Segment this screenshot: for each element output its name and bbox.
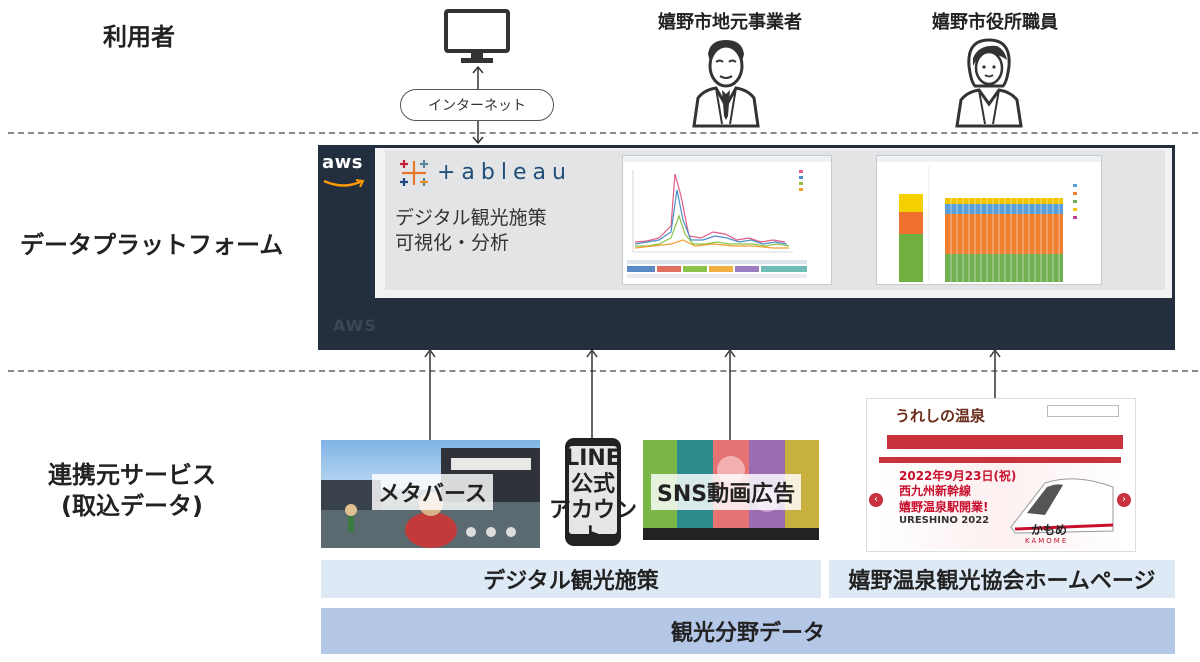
homepage-kamome-text: KAMOME — [1025, 537, 1069, 545]
dashboard-thumbnail-stacked — [876, 155, 1102, 285]
homepage-search — [1047, 405, 1119, 417]
monitor-icon — [444, 9, 510, 63]
homepage-image: うれしの温泉 2022年9月23日(祝) 西九州新幹線 嬉野温泉駅開業! URE… — [866, 398, 1136, 552]
tableau-cross-icon — [400, 160, 428, 186]
line-account-label-line3: アカウント — [548, 497, 637, 549]
dashboard-thumbnail-line — [622, 155, 832, 285]
businesswoman-icon — [955, 38, 1023, 128]
homepage-banner-stripe — [879, 457, 1121, 463]
aws-logo-text: aws — [322, 152, 363, 173]
sns-label: SNS動画広告 — [651, 474, 802, 510]
homepage-banner-line1: 2022年9月23日(祝) — [899, 469, 1017, 483]
upload-arrows — [424, 348, 1001, 440]
aws-logo: aws — [322, 152, 372, 194]
row-label-sources-line1: 連携元サービス — [48, 461, 216, 489]
row-label-platform: データプラットフォーム — [20, 231, 284, 259]
persona-local-business-label: 嬉野市地元事業者 — [658, 12, 802, 33]
homepage-banner-line2: 西九州新幹線 — [899, 484, 972, 499]
persona-city-staff-label: 嬉野市役所職員 — [932, 12, 1058, 33]
stacked-bars — [945, 198, 1063, 282]
homepage-logo: うれしの温泉 — [895, 407, 986, 425]
internet-arrows — [472, 65, 484, 145]
line-account-label: LINE 公式 アカウント — [542, 446, 644, 550]
tableau-logo-text: +ableau — [437, 160, 572, 185]
line-account-label-line2: 公式 — [570, 471, 615, 497]
row-label-sources-line2: (取込データ) — [61, 492, 203, 521]
aws-watermark: AWS — [333, 316, 377, 335]
line-account-label-line1: LINE — [565, 446, 621, 471]
businessman-icon — [692, 40, 760, 128]
internet-pill: インターネット — [400, 89, 554, 121]
platform-description: デジタル観光施策 可視化・分析 — [395, 206, 547, 256]
homepage-nav — [887, 435, 1123, 449]
band-digital-tourism: デジタル観光施策 — [321, 560, 821, 598]
platform-description-line2: 可視化・分析 — [395, 232, 510, 255]
banner-prev-icon[interactable]: ‹ — [869, 493, 883, 507]
separator-top — [8, 132, 1198, 134]
homepage-banner: 2022年9月23日(祝) 西九州新幹線 嬉野温泉駅開業! URESHINO 2… — [875, 455, 1125, 549]
train-icon — [1010, 478, 1114, 534]
line-phone-screen — [569, 446, 617, 534]
dashboard-line-graphic — [623, 156, 831, 278]
band-tourism-association: 嬉野温泉観光協会ホームページ — [829, 560, 1175, 598]
homepage-kamome-jp: かもめ — [1031, 523, 1068, 537]
aws-smile-icon — [323, 179, 365, 188]
homepage-banner-line4: URESHINO 2022 — [899, 515, 990, 527]
homepage-banner-text: 2022年9月23日(祝) 西九州新幹線 嬉野温泉駅開業! URESHINO 2… — [899, 469, 1016, 528]
homepage-banner-line3: 嬉野温泉駅開業! — [899, 499, 989, 514]
row-label-users: 利用者 — [103, 23, 175, 51]
separator-bottom — [8, 370, 1198, 372]
row-label-sources: 連携元サービス (取込データ) — [48, 460, 216, 522]
band-tourism-data: 観光分野データ — [321, 608, 1175, 654]
banner-next-icon[interactable]: › — [1117, 493, 1131, 507]
platform-description-line1: デジタル観光施策 — [395, 207, 547, 229]
line-phone — [565, 438, 621, 546]
metaverse-label: メタバース — [372, 474, 493, 510]
dashboard-stacked-graphic — [877, 156, 1101, 282]
